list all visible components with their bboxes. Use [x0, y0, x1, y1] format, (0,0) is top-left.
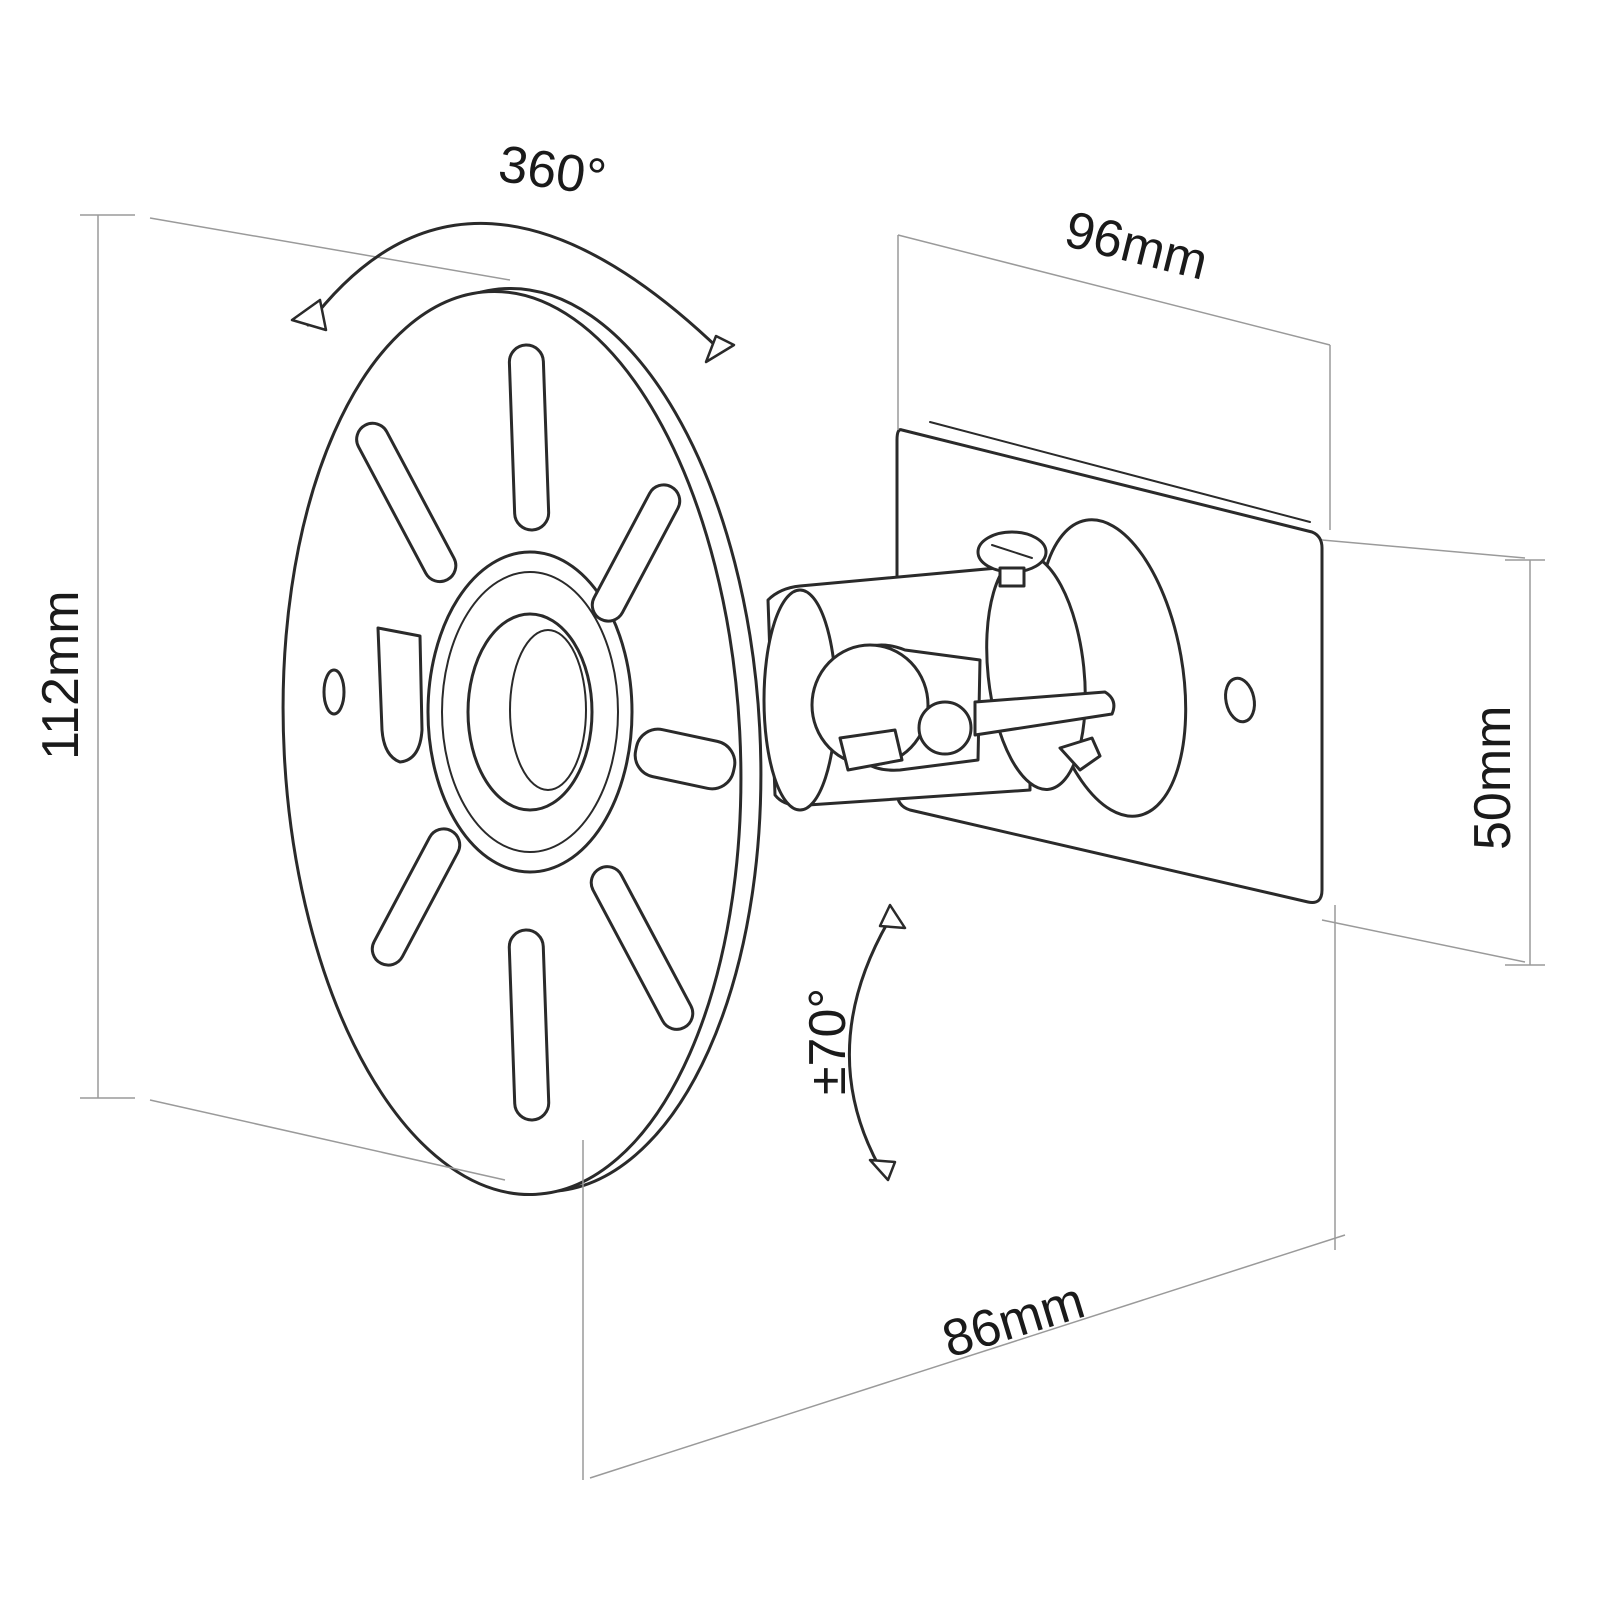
- rotation-arrow-right-icon: [704, 334, 736, 364]
- center-hole: [466, 612, 594, 812]
- rotation-label: 360°: [495, 135, 610, 207]
- swivel-arm: [762, 518, 1188, 818]
- mounting-slots: [322, 343, 737, 1122]
- wall-plate-screw-hole: [1224, 676, 1256, 724]
- rotation-arrow-left-icon: [290, 298, 328, 332]
- tilt-label: ±70°: [799, 988, 857, 1095]
- tilt-arrow-up-icon: [878, 903, 907, 930]
- depth-label: 86mm: [936, 1272, 1091, 1370]
- extension-lines: [80, 214, 1545, 1480]
- rotation-indicator: [290, 221, 736, 364]
- plate-height-label: 50mm: [1464, 706, 1522, 850]
- tilt-indicator: [847, 903, 907, 1182]
- plate-width-label: 96mm: [1059, 200, 1213, 291]
- center-ring: [426, 550, 634, 874]
- height-label: 112mm: [32, 590, 90, 760]
- speaker-plate-disc: [281, 286, 763, 1197]
- tilt-arrow-down-icon: [868, 1158, 897, 1182]
